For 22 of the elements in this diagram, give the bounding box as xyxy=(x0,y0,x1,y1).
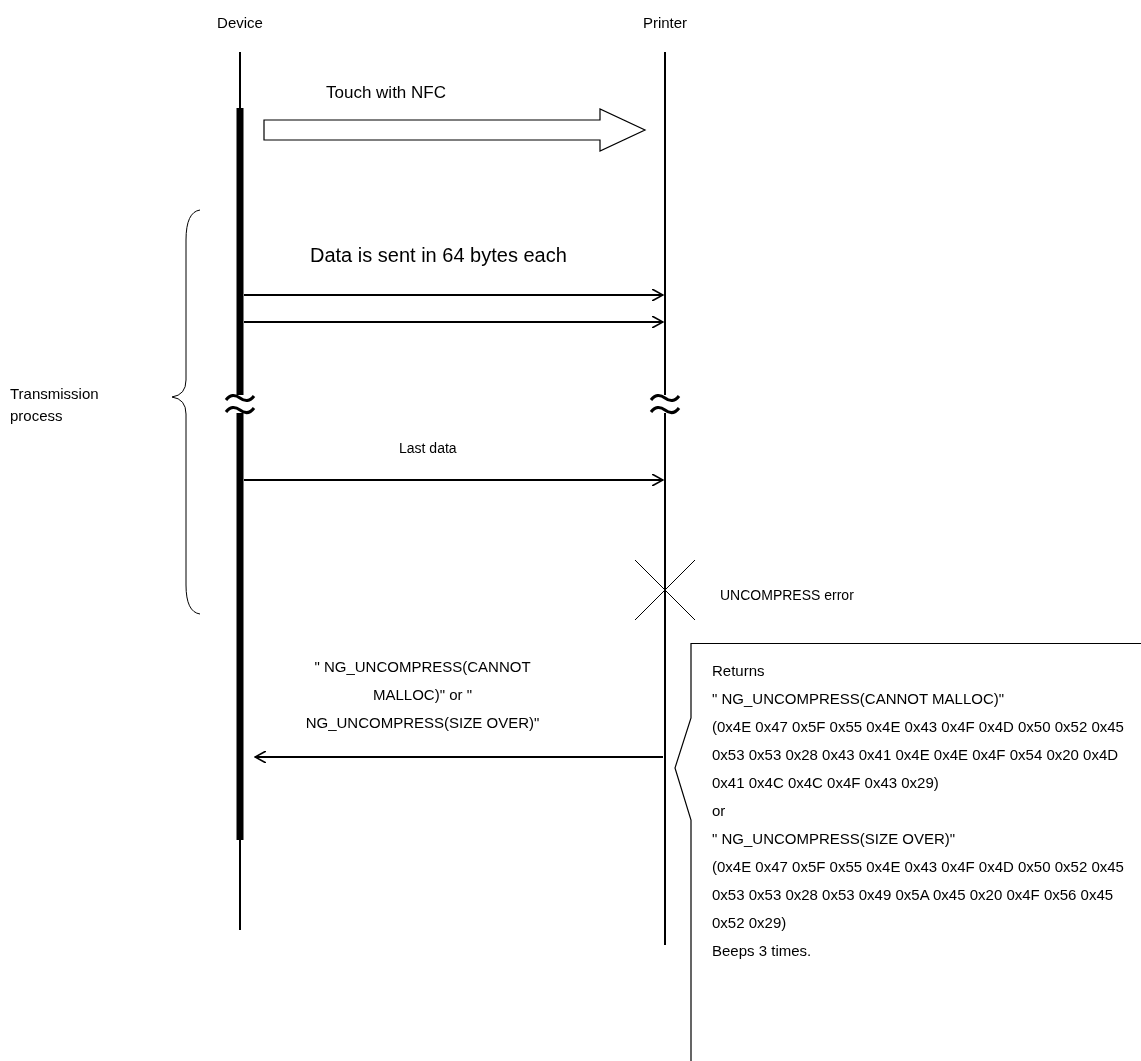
arrow xyxy=(243,473,664,487)
note-callout xyxy=(672,643,1141,1061)
note-text: Returns xyxy=(712,661,766,681)
edge-label: Last data xyxy=(399,439,458,458)
arrow xyxy=(243,288,664,302)
lifeline-label: Printer xyxy=(642,13,688,33)
edge-label: Data is sent in 64 bytes each xyxy=(310,243,568,268)
note-text: or xyxy=(712,801,727,821)
group-label: Transmission process xyxy=(10,384,100,426)
block-arrow xyxy=(263,108,647,152)
arrow xyxy=(243,315,664,329)
note-text: " NG_UNCOMPRESS(SIZE OVER)" xyxy=(712,829,957,849)
note-text: (0x4E 0x47 0x5F 0x55 0x4E 0x43 0x4F 0x4D 0x50 0x52 0x45 0x53 0x53 0x28 0x53 0x49 0x5A 0x45 0x20 0x4F 0x56 0x45 0x52 0x29) xyxy=(712,857,1125,933)
lifeline-label: Device xyxy=(217,13,263,33)
edge-label: " NG_UNCOMPRESS(CANNOT MALLOC)" or " NG_UNCOMPRESS(SIZE OVER)" xyxy=(305,657,540,733)
error-label: UNCOMPRESS error xyxy=(720,586,854,605)
arrow xyxy=(254,750,664,764)
cross-mark xyxy=(635,560,695,620)
note-text: (0x4E 0x47 0x5F 0x55 0x4E 0x43 0x4F 0x4D 0x50 0x52 0x45 0x53 0x53 0x28 0x43 0x41 0x4E 0x4E 0x4F 0x54 0x20 0x4D 0x41 0x4C 0x4C 0x4F 0x43 0x29) xyxy=(712,717,1125,793)
note-text: " NG_UNCOMPRESS(CANNOT MALLOC)" xyxy=(712,689,1006,709)
note-text: Beeps 3 times. xyxy=(712,941,813,961)
edge-label: Touch with NFC xyxy=(326,82,447,104)
